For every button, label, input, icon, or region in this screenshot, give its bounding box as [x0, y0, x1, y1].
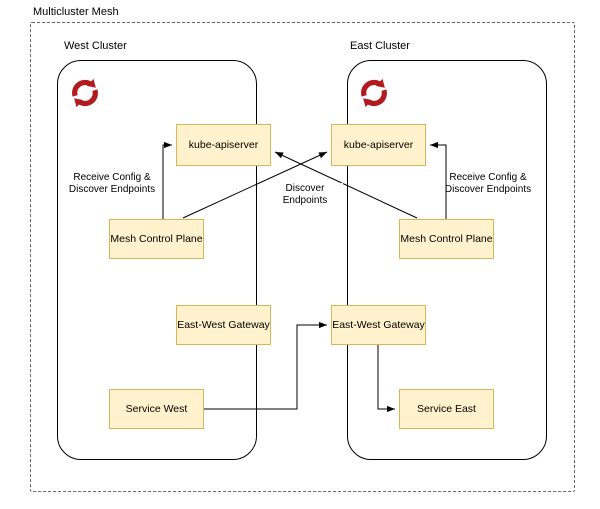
east-cluster-box: [347, 60, 547, 460]
red-circular-arrows-icon: [68, 76, 102, 110]
node-west-east-west-gateway: East-West Gateway: [176, 305, 271, 345]
node-east-east-west-gateway: East-West Gateway: [331, 305, 426, 345]
node-west-kube-apiserver: kube-apiserver: [176, 124, 271, 166]
edge-label-discover-endpoints: Discover Endpoints: [267, 183, 343, 207]
west-cluster-label: West Cluster: [64, 40, 127, 52]
node-east-mesh-control-plane: Mesh Control Plane: [399, 219, 494, 259]
diagram-title: Multicluster Mesh: [33, 6, 119, 18]
node-east-kube-apiserver: kube-apiserver: [331, 124, 426, 166]
edge-label-east-receive-config: Receive Config & Discover Endpoints: [444, 172, 532, 195]
east-cluster-label: East Cluster: [350, 40, 410, 52]
edge-label-west-receive-config: Receive Config & Discover Endpoints: [68, 172, 156, 195]
red-circular-arrows-icon: [357, 76, 391, 110]
node-service-east: Service East: [399, 389, 494, 429]
node-service-west: Service West: [109, 389, 204, 429]
west-cluster-box: [57, 60, 257, 460]
node-west-mesh-control-plane: Mesh Control Plane: [109, 219, 204, 259]
mesh-boundary: [30, 22, 575, 492]
